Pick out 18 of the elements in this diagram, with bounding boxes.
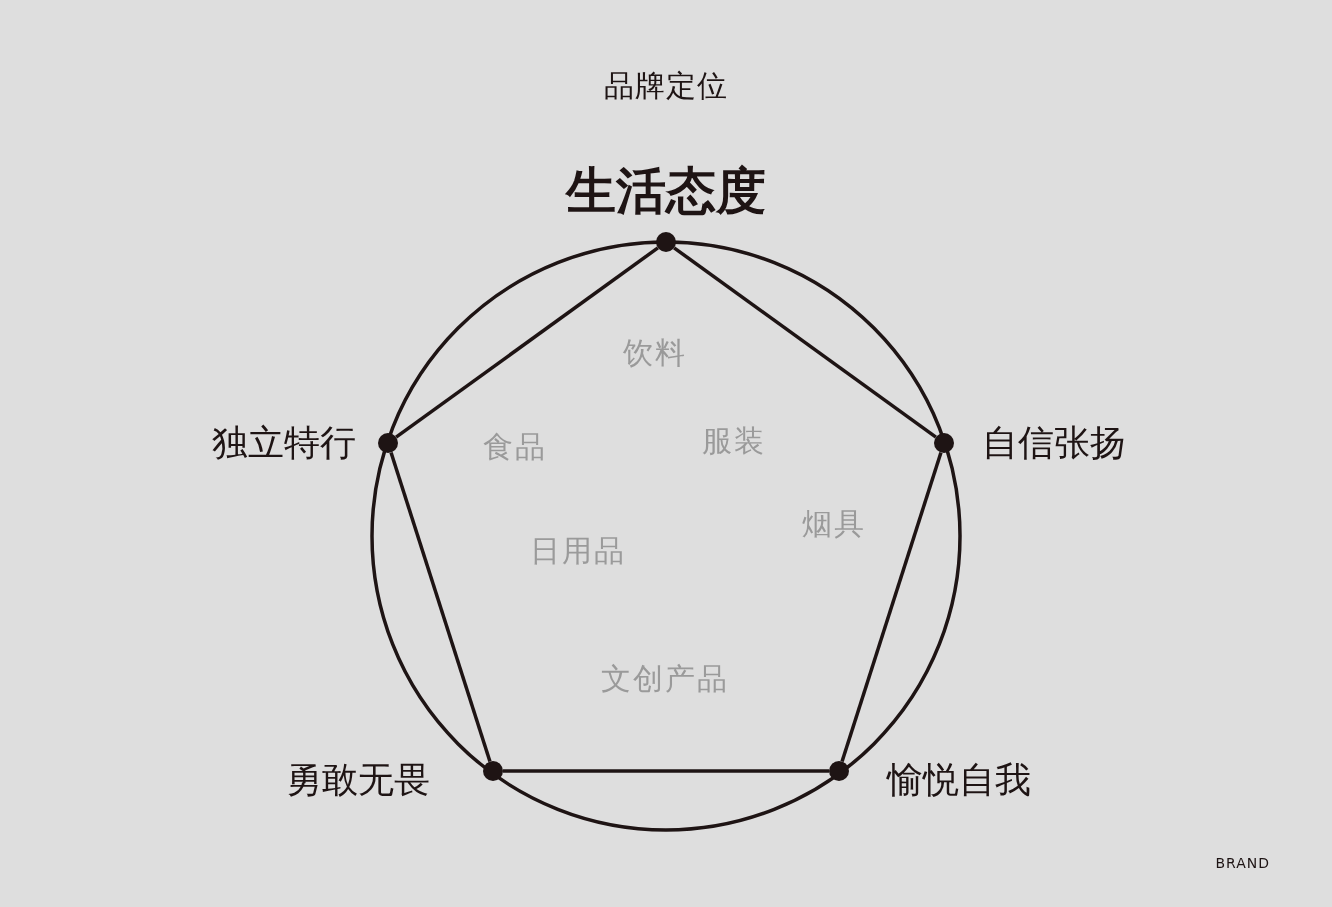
category-label: 烟具 (802, 509, 866, 539)
vertex-label: 勇敢无畏 (286, 762, 430, 798)
vertex-label: 独立特行 (212, 425, 356, 461)
category-label: 日用品 (530, 536, 626, 566)
pentagon-edge (395, 246, 659, 439)
corner-label: BRAND (1215, 856, 1270, 870)
pentagon-edge (840, 452, 943, 762)
category-label: 食品 (483, 432, 547, 462)
pentagon-edge (673, 246, 937, 439)
category-label: 文创产品 (601, 664, 729, 694)
vertex-label: 愉悦自我 (887, 762, 1031, 798)
pentagon-edge (503, 769, 829, 773)
category-label: 服装 (702, 426, 766, 456)
vertex-label: 生活态度 (566, 166, 766, 216)
title: 品牌定位 (604, 71, 728, 101)
vertex-label: 自信张扬 (982, 425, 1126, 461)
category-label: 饮料 (623, 338, 687, 368)
pentagon-edge (389, 452, 492, 762)
